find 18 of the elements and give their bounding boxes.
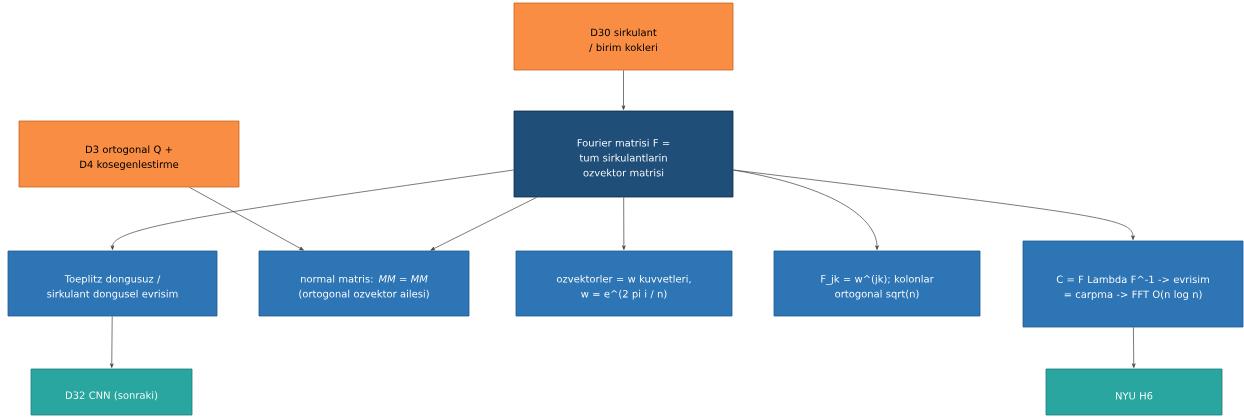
arrow <box>733 169 1135 240</box>
arrow <box>621 70 626 110</box>
source-box: D30 sirkulant / birim kokleri <box>513 2 734 71</box>
concept-box: F_jk = w^(jk); kolonlar ortogonal sqrt(n) <box>773 250 981 317</box>
source-box: D3 ortogonal Q + D4 kosegenlestirme <box>18 120 240 188</box>
arrow <box>1131 327 1136 368</box>
next-topic-box: D32 CNN (sonraki) <box>30 368 193 416</box>
concept-box: ozvektorler = w kuvvetleri, w = e^(2 pi i / n) <box>515 250 733 317</box>
arrow <box>622 197 626 250</box>
arrow <box>109 316 114 368</box>
central-box: Fourier matrisi F = tum sirkulantlarin ozvektor matrisi <box>513 110 734 198</box>
arrow <box>189 187 304 251</box>
concept-box: C = F Lambda F^-1 -> evrisim = carpma -> FFT O(n log n) <box>1022 240 1244 328</box>
next-topic-box: NYU H6 <box>1045 368 1223 416</box>
concept-box: normal matris: MM = MM (ortogonal ozvektor ailesi) <box>258 250 470 317</box>
arrow <box>110 169 514 250</box>
concept-box: Toeplitz dongusuz / sirkulant dongusel evrisim <box>7 250 218 317</box>
arrow <box>430 197 537 251</box>
